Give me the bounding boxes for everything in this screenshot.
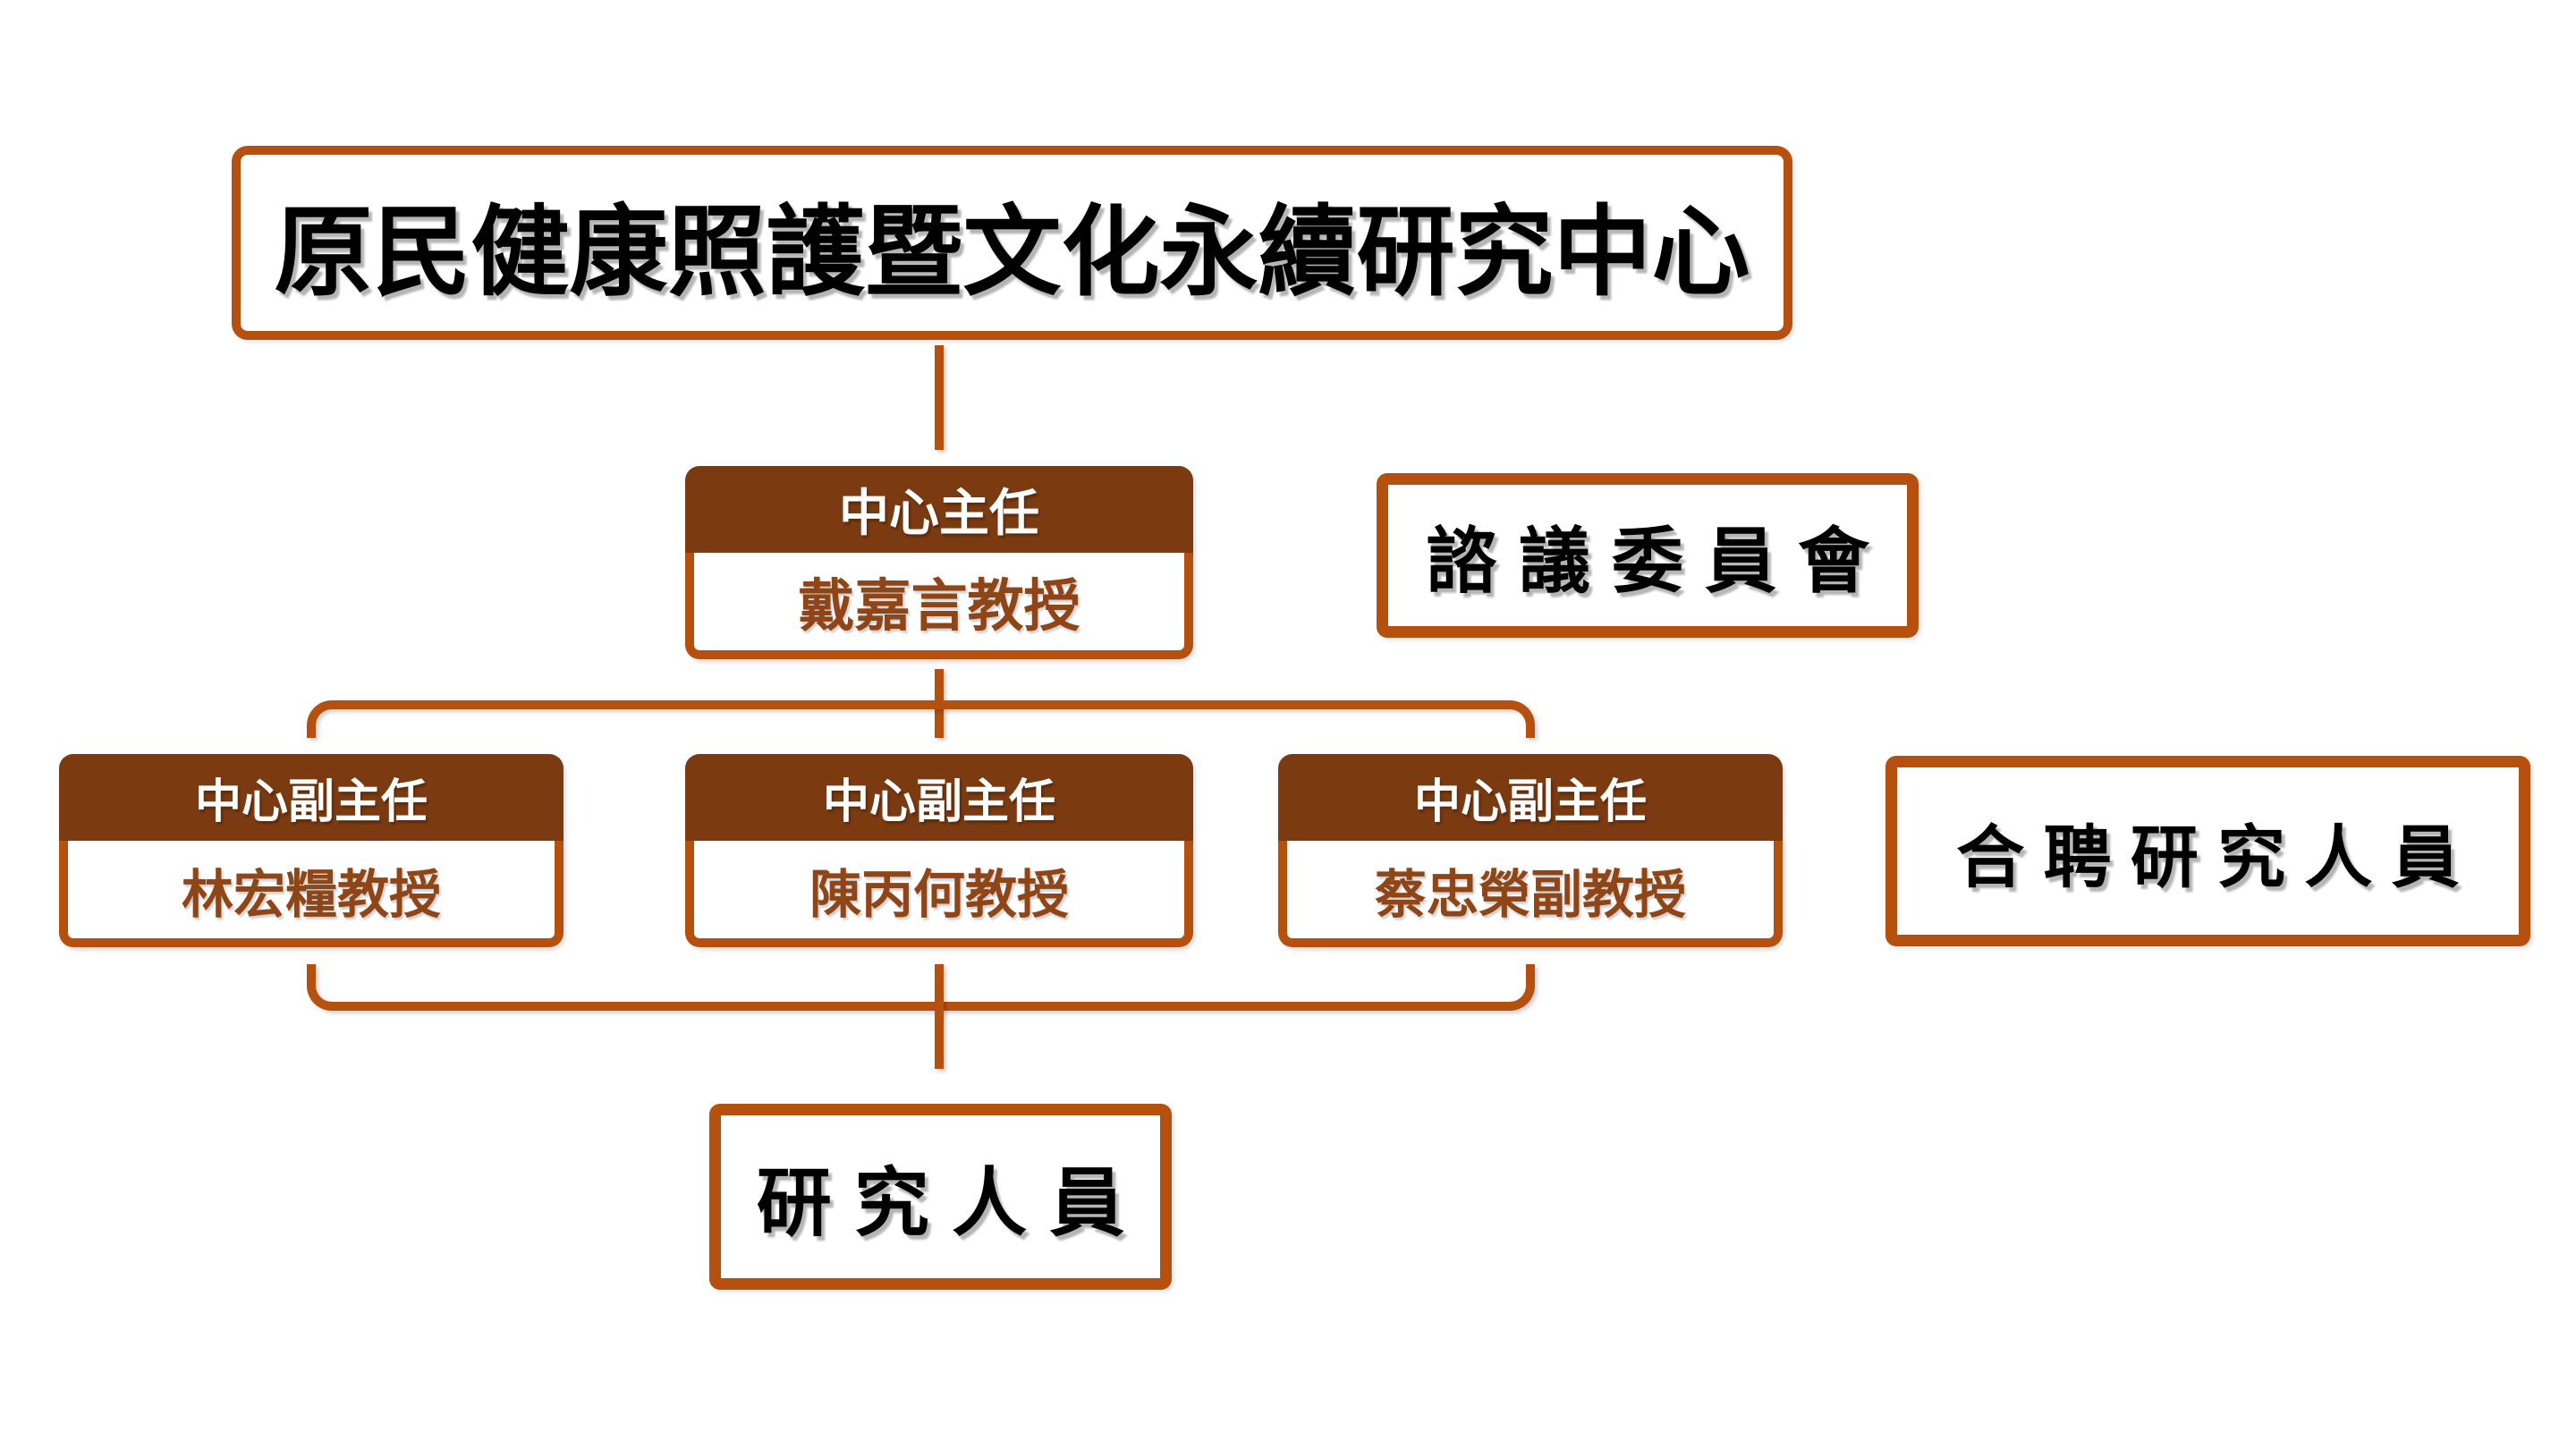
deputy-3-name-body: 蔡忠榮副教授: [1278, 841, 1783, 947]
deputy-1-name-body: 林宏糧教授: [59, 841, 564, 947]
org-title: 原民健康照護暨文化永續研究中心: [274, 197, 1750, 308]
director-name: 戴嘉言教授: [798, 575, 1080, 638]
deputy-1-name: 林宏糧教授: [181, 865, 441, 924]
deputy-1-role-header: 中心副主任: [59, 754, 564, 841]
deputy-3-name: 蔡忠榮副教授: [1374, 865, 1686, 924]
deputy-3-role: 中心副主任: [1413, 776, 1647, 828]
deputy-2-role: 中心副主任: [822, 776, 1055, 828]
joint-researchers-label: 合聘研究人員: [1956, 819, 2479, 896]
deputy-2-name-body: 陳丙何教授: [685, 841, 1193, 947]
director-role: 中心主任: [839, 485, 1039, 541]
deputy-3-role-header: 中心副主任: [1278, 754, 1783, 841]
connector-researchers-stub: [935, 964, 944, 1069]
director-box: 中心主任 戴嘉言教授: [685, 466, 1193, 659]
deputy-box-1: 中心副主任 林宏糧教授: [59, 754, 564, 947]
director-name-body: 戴嘉言教授: [685, 553, 1193, 659]
joint-researchers-box: 合聘研究人員: [1885, 756, 2530, 946]
deputy-box-2: 中心副主任 陳丙何教授: [685, 754, 1193, 947]
connector-bottom-bracket: [307, 964, 1535, 1011]
researchers-label: 研究人員: [756, 1160, 1148, 1245]
deputy-1-role: 中心副主任: [194, 776, 428, 828]
director-role-header: 中心主任: [685, 466, 1193, 553]
connector-top-bracket: [307, 700, 1535, 738]
connector-title-director: [935, 345, 944, 450]
org-title-box: 原民健康照護暨文化永續研究中心: [232, 146, 1792, 340]
researchers-box: 研究人員: [709, 1104, 1172, 1290]
deputy-2-name: 陳丙何教授: [809, 865, 1069, 924]
deputy-2-role-header: 中心副主任: [685, 754, 1193, 841]
advisory-committee-label: 諮議委員會: [1426, 521, 1891, 601]
deputy-box-3: 中心副主任 蔡忠榮副教授: [1278, 754, 1783, 947]
advisory-committee-box: 諮議委員會: [1377, 473, 1919, 638]
